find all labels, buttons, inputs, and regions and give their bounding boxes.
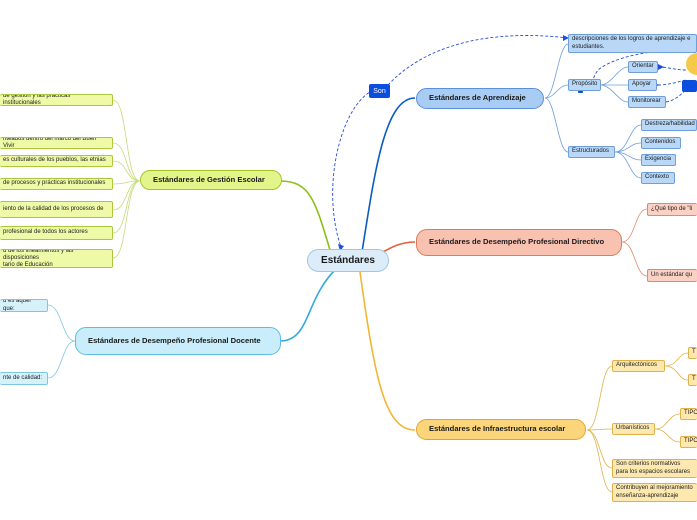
docente-item-1[interactable]: d es aquel que: — [0, 299, 48, 312]
gestion-item-1[interactable]: de gestión y las prácticas institucional… — [0, 94, 113, 106]
urbanisticos-item-2[interactable]: TIPO — [680, 436, 697, 448]
directivo-item-1[interactable]: ¿Qué tipo de "lí — [647, 203, 697, 216]
estructurados-destreza[interactable]: Destreza/habilidad — [641, 119, 697, 131]
root-node[interactable]: Estándares — [307, 249, 389, 272]
arquitectonicos-item-1[interactable]: T — [688, 347, 697, 359]
dashed-link-son — [332, 91, 371, 251]
dashed-link-son-descripcion — [387, 35, 569, 86]
estructurados-exigencia[interactable]: Exigencia — [641, 154, 676, 166]
aprendizaje-descripcion[interactable]: descripciones de los logros de aprendiza… — [568, 34, 697, 53]
son-label[interactable]: Son — [369, 84, 390, 98]
directivo-node[interactable]: Estándares de Desempeño Profesional Dire… — [416, 229, 622, 256]
docente-node[interactable]: Estándares de Desempeño Profesional Doce… — [75, 327, 281, 355]
docente-item-2[interactable]: nte de calidad: — [0, 372, 48, 385]
infraestructura-node[interactable]: Estándares de Infraestructura escolar — [416, 419, 586, 440]
urbanisticos-node[interactable]: Urbanísticos — [612, 423, 655, 435]
aprendizaje-node[interactable]: Estándares de Aprendizaje — [416, 88, 544, 109]
gestion-item-7[interactable]: d de los lineamientos y las disposicione… — [0, 249, 113, 268]
gestion-item-5[interactable]: iento de la calidad de los procesos de — [0, 201, 113, 218]
proposito-orientar[interactable]: Orientar — [628, 61, 658, 73]
link-docente — [279, 269, 336, 342]
estructurados-contexto[interactable]: Contexto — [641, 172, 675, 184]
link-infra — [359, 271, 416, 431]
gestion-item-4[interactable]: de procesos y prácticas institucionales — [0, 178, 113, 190]
estructurados-node[interactable]: Estructurados — [568, 146, 615, 158]
gestion-item-6[interactable]: profesional de todos los actores — [0, 226, 113, 240]
infra-extra-1[interactable]: Son criterios normativos para los espaci… — [612, 459, 697, 478]
proposito-monitorear[interactable]: Monitorear — [628, 96, 666, 108]
gestion-item-3[interactable]: es culturales de los pueblos, las etnias — [0, 155, 113, 167]
gestion-node[interactable]: Estándares de Gestión Escolar — [140, 170, 282, 190]
proposito-node[interactable]: Propósito — [568, 79, 601, 91]
urbanisticos-item-1[interactable]: TIPO — [680, 408, 697, 420]
link-aprendizaje — [361, 97, 416, 253]
estructurados-contenidos[interactable]: Contenidos — [641, 137, 681, 149]
arquitectonicos-item-2[interactable]: T — [688, 374, 697, 386]
link-gestion — [279, 180, 331, 251]
gestion-item-2[interactable]: nteados dentro del marco del Buen Vivir — [0, 137, 113, 149]
proposito-apoyar[interactable]: Apoyar — [628, 79, 657, 91]
arquitectonicos-node[interactable]: Arquitectónicos — [612, 360, 665, 372]
infra-extra-2[interactable]: Contribuyen al mejoramiento enseñanza-ap… — [612, 483, 697, 502]
directivo-item-2[interactable]: Un estándar qu — [647, 269, 697, 282]
